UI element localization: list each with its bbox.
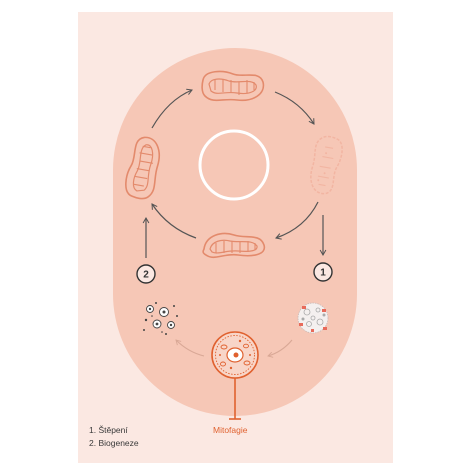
step-marker-1: 1 xyxy=(313,262,333,282)
step-number: 1 xyxy=(320,268,326,279)
mitochondrion-icon xyxy=(201,70,265,102)
cycle-arrow xyxy=(151,203,197,239)
legend: 1. Štěpení 2. Biogeneze xyxy=(89,424,139,449)
mitophagy-label: Mitofagie xyxy=(213,425,248,435)
step-marker-2: 2 xyxy=(136,264,156,284)
legend-item: 1. Štěpení xyxy=(89,425,128,435)
from-cell-arrow xyxy=(175,339,205,357)
cell-icon xyxy=(211,331,259,379)
cycle-arrow xyxy=(275,201,319,240)
cycle-arrow xyxy=(151,88,193,129)
step-number: 2 xyxy=(143,270,149,281)
cycle-arrow xyxy=(274,91,315,125)
mitochondrion-icon xyxy=(202,232,266,259)
faded-mitochondrion-icon xyxy=(310,135,343,195)
debris-cluster-icon xyxy=(297,302,329,334)
center-ring xyxy=(198,129,270,201)
mitochondrion-icon xyxy=(125,136,160,200)
to-cell-arrow xyxy=(267,339,293,358)
legend-item: 2. Biogeneze xyxy=(89,437,139,448)
particles-icon xyxy=(143,302,178,335)
